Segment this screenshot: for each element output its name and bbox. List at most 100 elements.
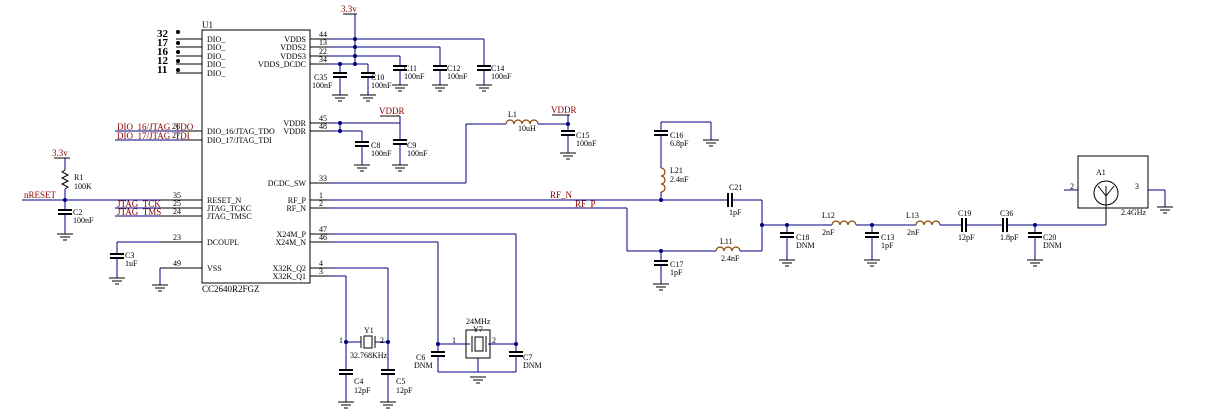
pin-name: VDDR [283, 127, 306, 136]
net-3v3-left: 3.3v [52, 148, 68, 158]
c3-ref: C3 [125, 251, 134, 260]
pin-num: 13 [319, 38, 327, 47]
r1-resistor [60, 169, 70, 190]
pin-name: JTAG_TCKC [207, 204, 251, 213]
c35-ref: C35 [314, 73, 327, 82]
u1-body [201, 29, 311, 284]
ground-symbol [1157, 206, 1173, 214]
net-jtag-tms: JTAG_TMS [117, 207, 161, 217]
l12-ref: L12 [822, 211, 835, 220]
y7-pin-left: 1 [452, 336, 456, 345]
c36-value: 1.8pF [1000, 233, 1019, 242]
c6-value: DNM [414, 361, 433, 370]
y1-pin-left: 1 [339, 336, 343, 345]
y1-pin-right: 2 [380, 336, 384, 345]
c18-value: DNM [796, 241, 815, 250]
net-3v3-top: 3.3v [341, 4, 357, 14]
l21-inductor [660, 167, 666, 193]
c16-value: 6.8pF [670, 139, 689, 148]
pin-num: 35 [173, 191, 181, 200]
c2-ref: C2 [73, 208, 82, 217]
antenna-icon [1097, 185, 1115, 225]
c20-ref: C20 [1043, 233, 1056, 242]
c4-value: 12pF [354, 386, 371, 395]
l13-value: 2nF [907, 228, 920, 237]
r1-value: 100K [74, 182, 92, 191]
pin-num: 24 [173, 207, 181, 216]
pin-name: VDDS2 [280, 43, 306, 52]
net-jtag-tck: JTAG_TCK [117, 199, 161, 209]
y7-pin-right: 2 [492, 336, 496, 345]
pin-name: VDDS_DCDC [258, 60, 306, 69]
c17-value: 1pF [670, 268, 683, 277]
ground-symbol [152, 284, 168, 292]
dio-pin-label: DIO_ [207, 60, 226, 69]
l11-value: 2.4nF [721, 254, 740, 263]
net-dio16: DIO_16/JTAG_TDO [117, 122, 194, 132]
reset-section: 3.3v R1 100K nRESET C2 100nF DIO_16/JTAG… [22, 122, 194, 292]
pin-num: 49 [173, 259, 181, 268]
pin-name: JTAG_TMSC [207, 212, 252, 221]
y7-value: 24MHz [466, 317, 491, 326]
c19-value: 12pF [958, 233, 975, 242]
a1-value: 2.4GHz [1121, 208, 1147, 217]
net-vddr-1: VDDR [379, 106, 405, 116]
pin-name: VDDS [284, 35, 306, 44]
c11-value: 100nF [404, 72, 425, 81]
dio-num: 17 [157, 37, 169, 49]
l11-inductor [715, 246, 741, 252]
c3-value: 1uF [125, 259, 138, 268]
pin-name: RF_N [286, 204, 306, 213]
c9-ref: C9 [407, 141, 416, 150]
ground-symbol [560, 152, 576, 160]
l13-inductor [915, 220, 941, 226]
c20-value: DNM [1043, 241, 1062, 250]
c12-value: 100nF [447, 72, 468, 81]
dio-pin-label: DIO_ [207, 69, 226, 78]
dio-pin-label: DIO_ [207, 52, 226, 61]
c18-ref: C18 [796, 233, 809, 242]
dio-area [112, 30, 182, 78]
crystal-24m: 24MHz Y7 1 2 C6 DNM C7 DNM [330, 233, 542, 384]
c10-value: 100nF [371, 81, 392, 90]
pin-name: VDDS3 [280, 52, 306, 61]
u1-right-pins: 44 13 22 34 45 48 33 1 2 47 46 4 3 VDDS … [258, 30, 330, 281]
a1-ref: A1 [1096, 168, 1106, 177]
dio-pin-label: DIO_ [207, 35, 226, 44]
c16-ref: C16 [670, 131, 683, 140]
pin-num: 1 [319, 191, 323, 200]
pin-num: 46 [319, 233, 327, 242]
ground-symbol [338, 401, 396, 409]
pin-num: 44 [319, 30, 327, 39]
pin-num: 33 [319, 174, 327, 183]
c5-value: 12pF [396, 386, 413, 395]
c7-ref: C7 [523, 353, 532, 362]
pin-name: X32K_Q1 [273, 272, 306, 281]
y7-ref: Y7 [473, 325, 483, 334]
ground-symbol [1027, 259, 1043, 267]
pin-num: 23 [173, 233, 181, 242]
rf-section: RF_N RF_P C16 6.8pF L21 2.4nF C21 1pF [330, 121, 1106, 291]
c6-ref: C6 [416, 353, 425, 362]
a1-pin-left: 2 [1070, 182, 1074, 191]
c14-value: 100nF [491, 72, 512, 81]
ground-symbol [864, 259, 880, 267]
pin-name: DIO_17/JTAG_TDI [207, 136, 272, 145]
dio-num: 12 [157, 55, 169, 67]
ground-symbol [354, 164, 408, 172]
c14-ref: C14 [491, 64, 504, 73]
pin-name: VSS [207, 264, 222, 273]
u1-chip: U1 CC2640R2FGZ 32 17 16 12 11 DIO_ DIO_ … [112, 20, 330, 294]
c15-value: 100nF [576, 139, 597, 148]
net-rf-n: RF_N [550, 190, 573, 200]
r1-ref: R1 [74, 173, 83, 182]
net-vddr-2: VDDR [551, 105, 577, 115]
pin-name: X24M_P [277, 230, 307, 239]
c2-value: 100nF [73, 216, 94, 225]
l1-inductor [505, 119, 539, 125]
u1-part: CC2640R2FGZ [202, 284, 260, 294]
net-rf-p: RF_P [575, 199, 596, 209]
c17-ref: C17 [670, 260, 683, 269]
c21-value: 1pF [729, 208, 742, 217]
